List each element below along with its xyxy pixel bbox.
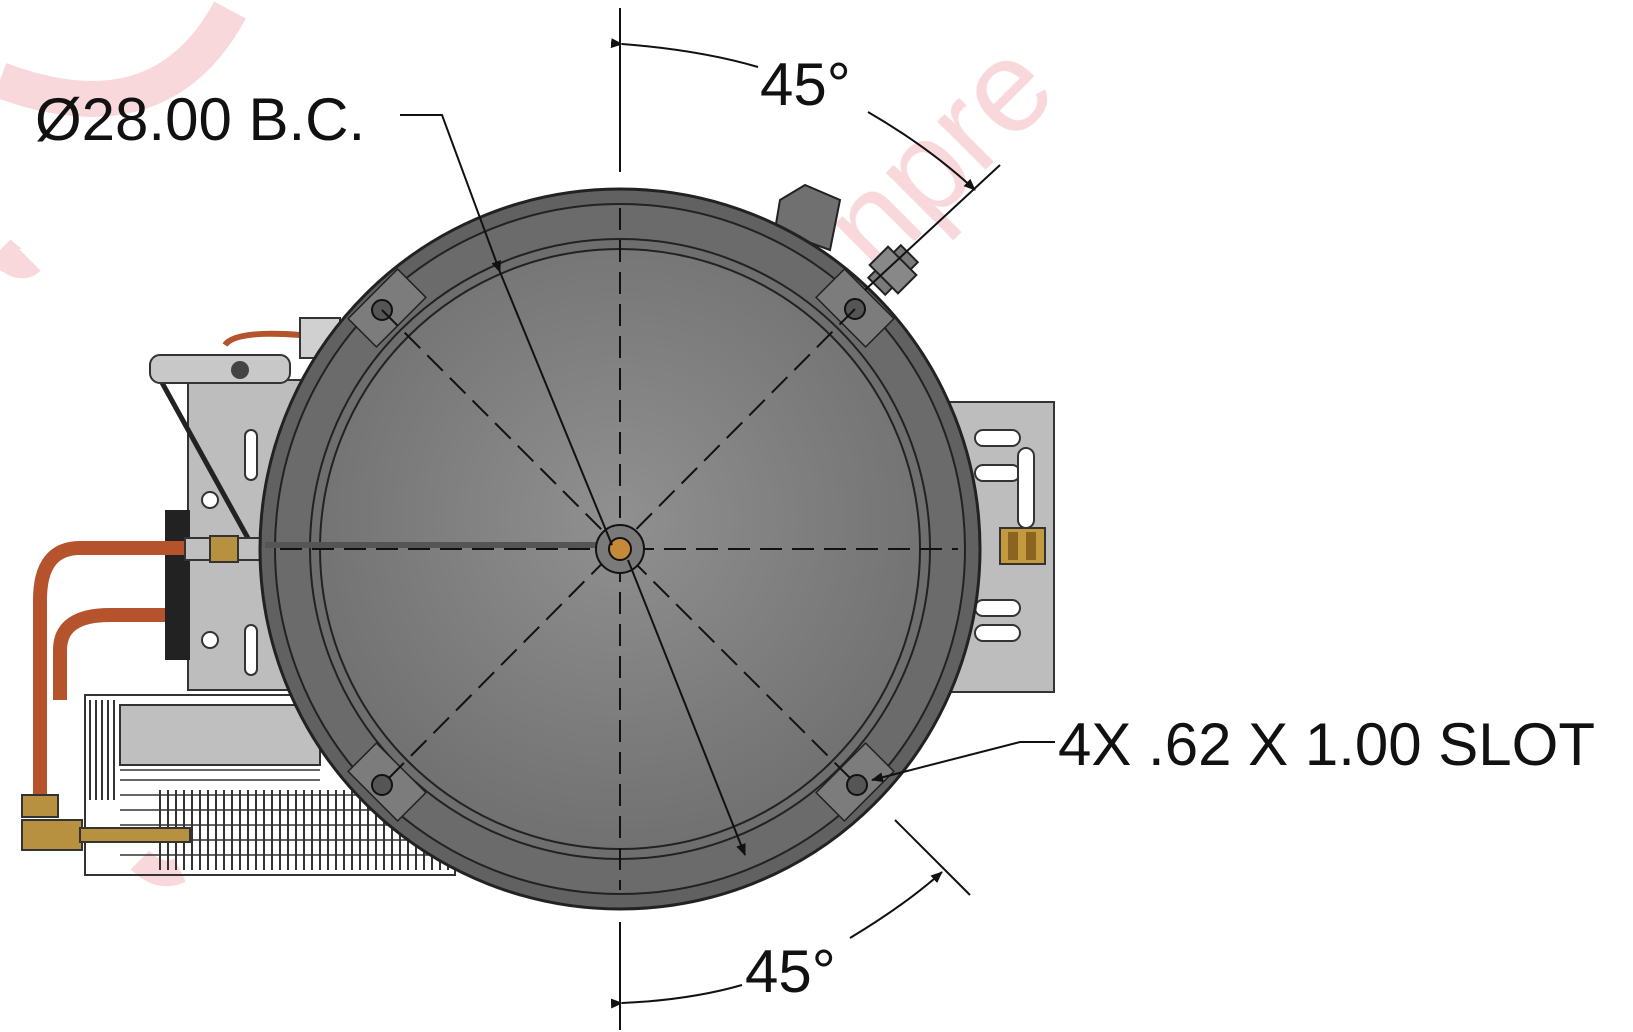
copper-pipe-icon xyxy=(21,541,191,851)
slot-icon xyxy=(347,268,895,822)
dimension-lines xyxy=(400,8,1055,1030)
angle-top-label: 45° xyxy=(760,51,851,118)
bolt-circle-label: Ø28.00 B.C. xyxy=(35,86,365,153)
angle-bottom-label: 45° xyxy=(745,938,836,1005)
tank-icon xyxy=(258,183,982,911)
fitting-icon xyxy=(184,535,266,563)
slot-callout-label: 4X .62 X 1.00 SLOT xyxy=(1058,711,1595,778)
